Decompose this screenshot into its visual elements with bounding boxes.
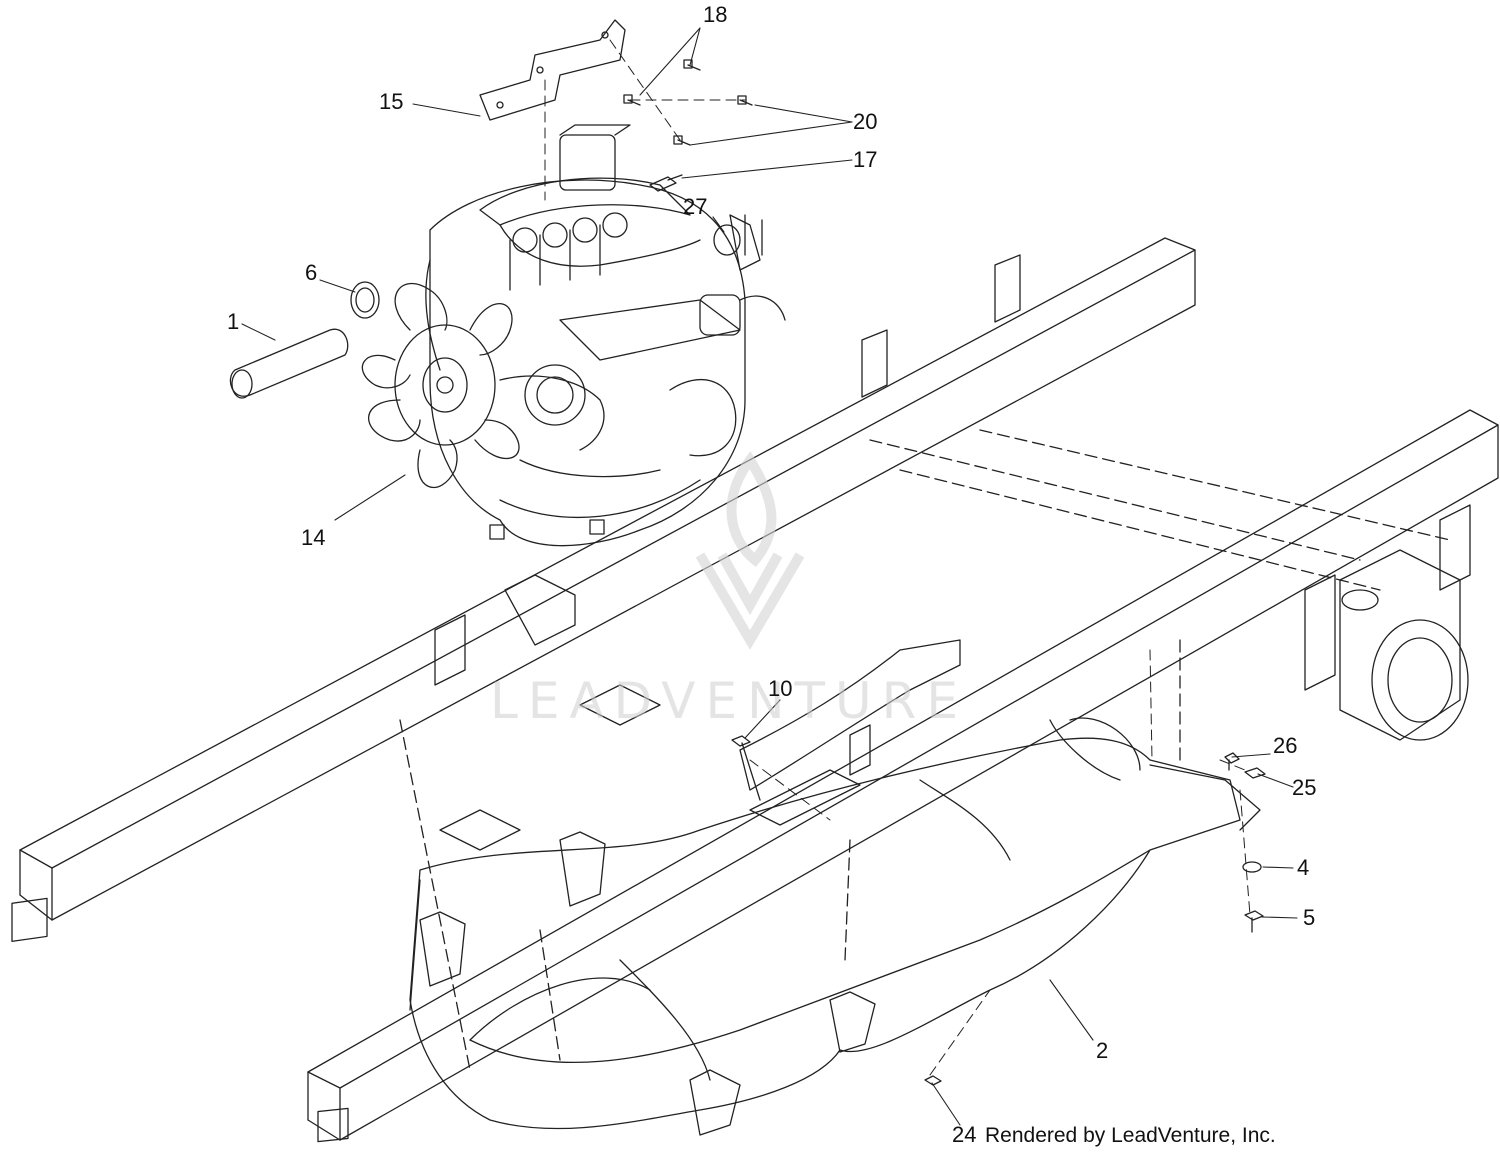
callout-20: 20 [853,109,878,134]
lift-bracket [479,19,626,121]
callout-24: 24 [952,1122,977,1147]
callout-4: 4 [1297,855,1310,880]
rear-axle-housing [1339,549,1469,741]
callout-14: 14 [301,525,326,550]
callout-2: 2 [1096,1038,1109,1063]
p-clamp [713,214,763,271]
callout-10: 10 [768,676,793,701]
bolt-10 [731,735,761,801]
callout-6: 6 [305,260,318,285]
engine-assembly [425,124,786,547]
hose-clamp [350,281,380,319]
fuel-tank [409,717,1261,1136]
frame-cross-members [399,429,1451,1071]
frame-far-rail [11,237,1196,942]
frame-brackets [434,254,1471,851]
callout-5: 5 [1303,905,1316,930]
callout-1: 1 [227,309,240,334]
heat-shield [739,639,961,826]
intake-hose [229,328,349,399]
cooling-fan [361,283,520,488]
flame-v-logo-icon [695,451,805,650]
leader-lines [241,27,1298,1126]
callout-17: 17 [853,147,878,172]
callout-26: 26 [1273,733,1298,758]
callout-15: 15 [379,89,404,114]
callout-25: 25 [1292,775,1317,800]
render-credit: Rendered by LeadVenture, Inc. [985,1124,1276,1147]
callout-18: 18 [703,2,728,27]
callout-27: 27 [683,194,708,219]
watermark-text: LEADVENTURE [490,672,968,730]
bolts [623,59,753,146]
tank-mount-hardware [924,752,1266,1086]
assembly-lines [544,39,1251,1076]
frame-near-rail [307,409,1499,1143]
temperature-sender [649,174,683,192]
